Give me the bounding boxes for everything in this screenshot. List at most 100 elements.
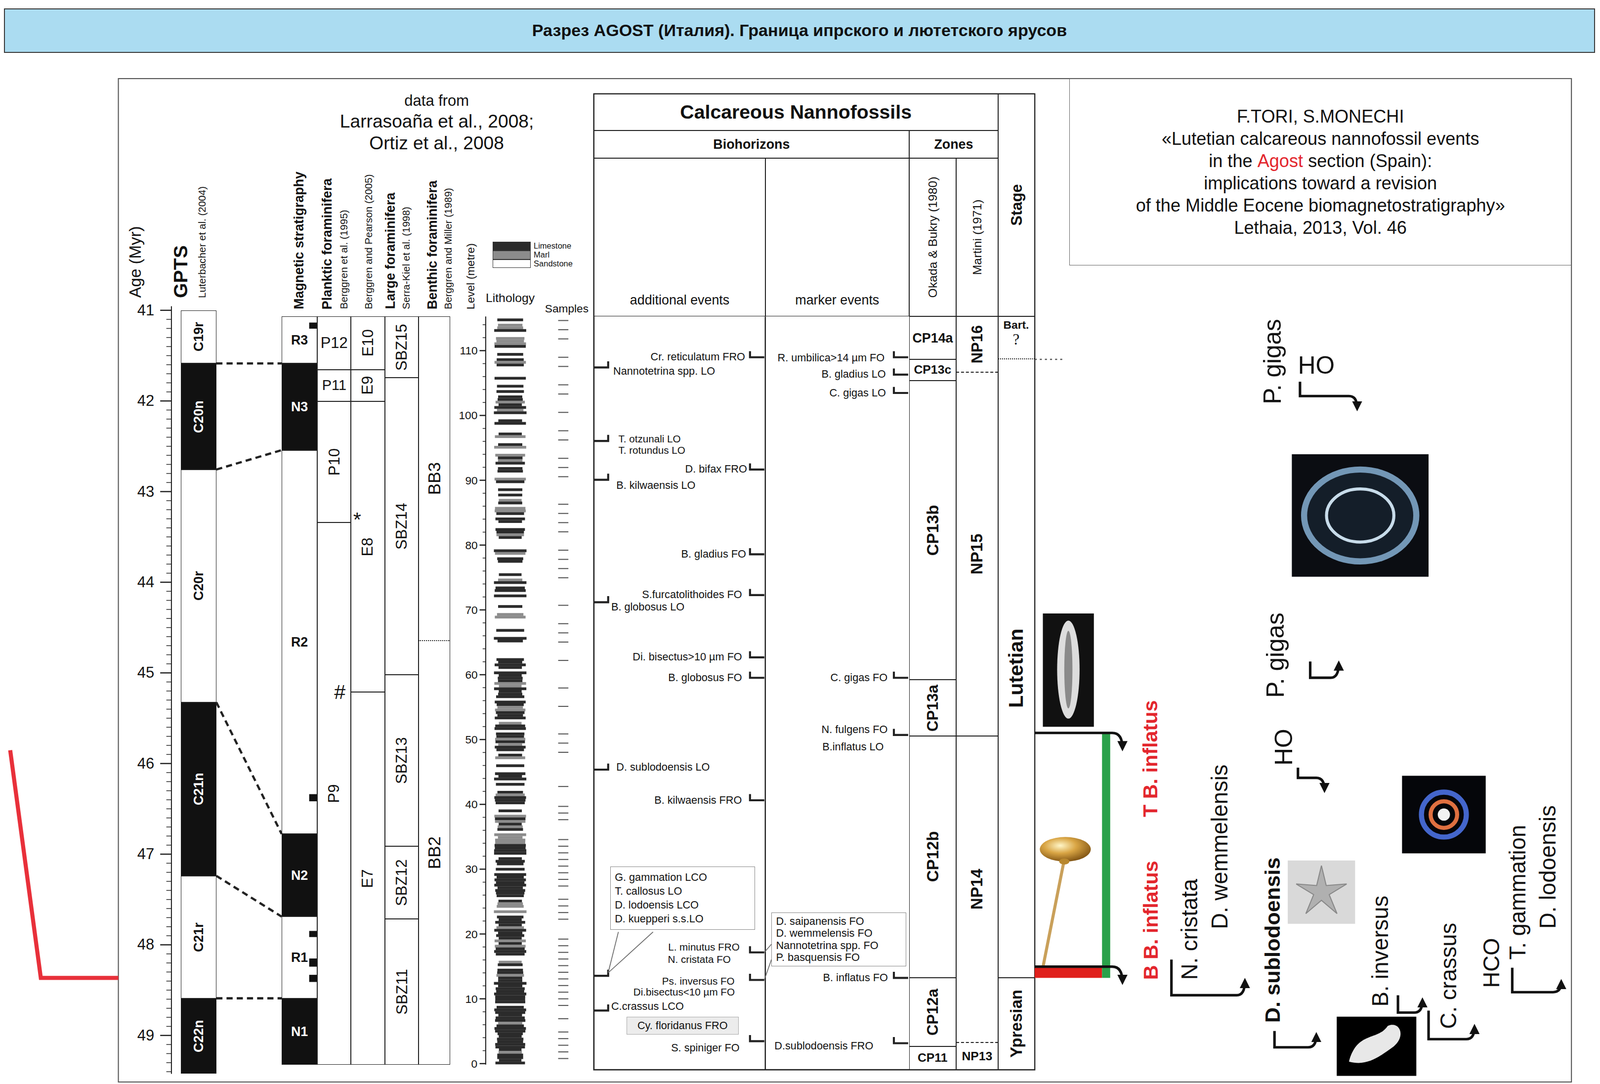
text-line: D. wemmelensis FO [775, 926, 879, 939]
event-label: C. gigas FO [830, 671, 888, 684]
level-tick [482, 1010, 486, 1012]
age-tick [166, 917, 172, 918]
node-text: D. wemmelensis FO [775, 926, 873, 939]
lithology-bed [496, 336, 525, 340]
event-label: B. globosus FO [668, 671, 742, 684]
age-tick [166, 717, 172, 718]
text-line: P9 [325, 784, 344, 803]
sample-mark [558, 623, 569, 625]
lithology-bed [496, 511, 524, 515]
text-line: BB3 [423, 462, 445, 495]
age-tick [166, 880, 172, 882]
lithology-bed [495, 461, 525, 465]
level-tick [479, 349, 486, 351]
age-tick [166, 545, 172, 547]
lithology-bed [494, 1026, 527, 1030]
age-tick [166, 799, 172, 800]
event-name: P. gigas [1258, 318, 1287, 405]
text-line: E8 [358, 537, 378, 556]
level-tick [482, 648, 486, 649]
column-title: Magnetic stratigraphy [291, 171, 307, 310]
title-bar: Разрез AGOST (Италия). Граница ипрского … [3, 8, 1595, 54]
lithology-bed [498, 984, 523, 988]
lithology-bed [494, 663, 526, 667]
text-line: R1 [291, 949, 308, 966]
pin-shaft [1042, 859, 1064, 968]
lithology-bed [494, 594, 527, 598]
lithology-bed [495, 867, 525, 871]
level-tick-label: 50 [464, 732, 478, 746]
age-tick [166, 708, 172, 710]
sample-mark [558, 659, 569, 661]
text-block: Ypresian [1006, 989, 1027, 1058]
chron-correlation [216, 702, 282, 834]
sample-mark [558, 521, 569, 523]
text-block: additional events [630, 292, 730, 308]
sample-mark [558, 329, 569, 331]
node-text: R3 [291, 332, 308, 348]
node-text: BB2 [424, 836, 444, 869]
source-note: Ortiz et al., 2008 [369, 132, 505, 154]
fossil-shape [1437, 808, 1451, 821]
nannofossil-zone: CP12b [909, 735, 957, 978]
lithology-bed [498, 753, 522, 757]
lithology-bed [498, 501, 523, 505]
level-tick [479, 997, 486, 999]
node-text: BB3 [424, 462, 444, 495]
sample-mark [558, 531, 569, 533]
lithology-bed [494, 615, 526, 619]
fossil-photo [1291, 454, 1429, 577]
event-label: B.inflatus LO [822, 740, 884, 754]
event-label: Cr. reticulatum FRO [650, 350, 745, 364]
age-tick [166, 844, 172, 845]
age-tick [166, 998, 172, 1000]
text-block: C22n [190, 1019, 207, 1053]
lithology-bed [498, 443, 523, 447]
level-tick [482, 402, 486, 403]
sample-mark [558, 858, 569, 860]
column-source: Berggren and Miller (1989) [441, 187, 454, 310]
lithology-bed [494, 851, 527, 855]
lithology-bed [498, 1021, 523, 1025]
text-block: CP13a [923, 684, 942, 732]
chron-band: C20n [180, 363, 217, 470]
sample-mark [558, 971, 569, 973]
level-tick-label: 110 [459, 343, 478, 357]
event-label: T. rotundus LO [618, 444, 685, 457]
text-line: BB2 [423, 836, 445, 869]
column-source: Berggren and Pearson (2005) [362, 174, 375, 310]
text-block: E8 [358, 537, 378, 556]
event-name: N. cristata [1177, 878, 1203, 980]
text-block: N3 [291, 398, 308, 415]
text-block: C21r [190, 922, 207, 952]
node-text: CP12b [923, 831, 942, 883]
lithology-bed [495, 724, 526, 728]
column-title: Samples [545, 301, 589, 315]
level-tick [482, 427, 486, 429]
age-tick [166, 1007, 172, 1009]
event-label: C. gigas LO [829, 386, 886, 400]
text-block: P12 [320, 333, 348, 352]
polarity-subzone [309, 930, 318, 937]
text-line: SBZ13 [392, 736, 411, 784]
sample-mark [558, 742, 569, 744]
event-label: B. kilwaensis FRO [654, 794, 742, 807]
event-name: B. inversus [1367, 894, 1394, 1007]
text-block: R1 [291, 949, 308, 966]
age-tick-label: 49 [137, 1026, 155, 1045]
age-tick [166, 645, 172, 646]
age-tick-label: 43 [137, 482, 155, 501]
fossil-shape [1064, 630, 1073, 709]
chron-band: C21r [180, 875, 217, 999]
node-text: Lutetian [1004, 628, 1028, 708]
level-tick-label: 20 [464, 927, 478, 941]
lithology-bed [497, 676, 523, 680]
lithology-bed [494, 681, 526, 685]
text-line: C21n [190, 772, 207, 806]
text-block: C20r [190, 571, 207, 601]
text-line: NP16 [968, 325, 987, 364]
age-tick [166, 654, 172, 655]
node-text: Lethaia, 2013, Vol. 46 [1233, 217, 1407, 238]
polarity-subzone [309, 322, 318, 329]
column-title: Large foraminifera [382, 192, 399, 310]
